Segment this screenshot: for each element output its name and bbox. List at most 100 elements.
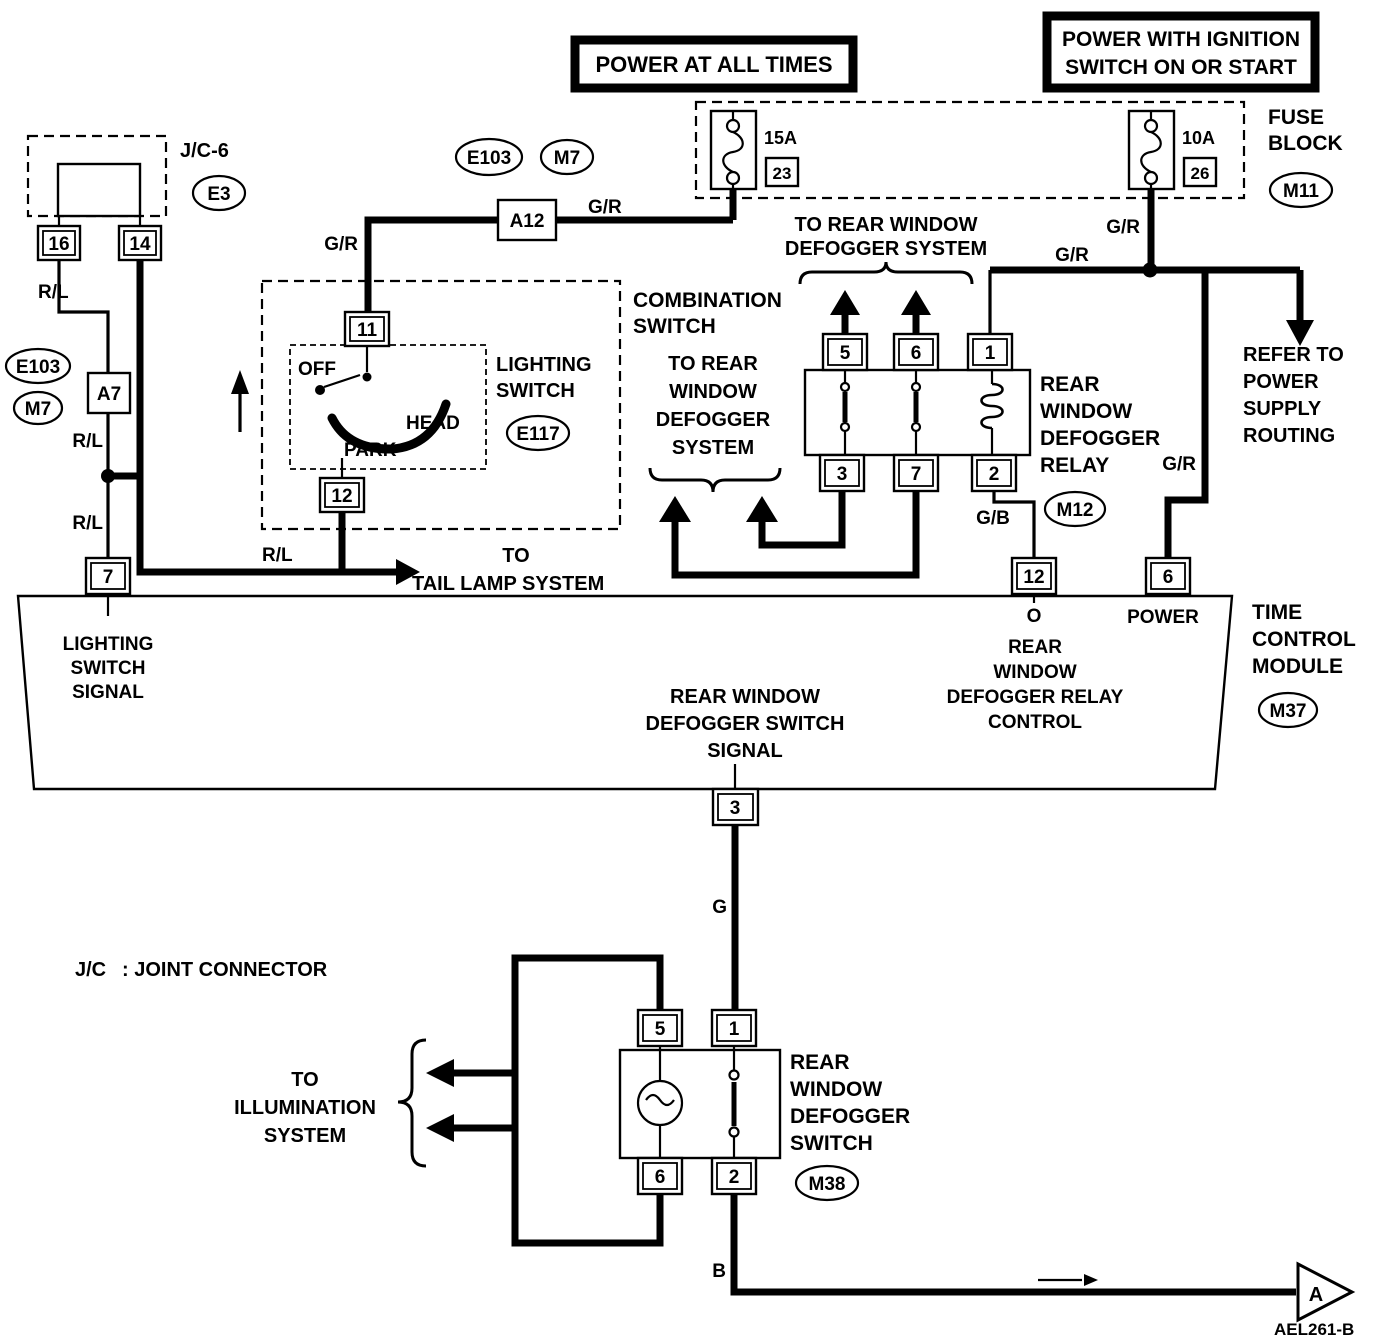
- wire-illumination-loop: [426, 954, 664, 1247]
- pin-label: 7: [911, 464, 922, 485]
- wire-color-label: G/R: [324, 234, 358, 255]
- defogger-system-left-annotation: TO REAR WINDOW DEFOGGER SYSTEM: [656, 353, 771, 459]
- connector-a12: A12: [496, 198, 558, 242]
- fuse-rating: 10A: [1182, 128, 1215, 148]
- note-term: J/C: [75, 959, 106, 981]
- wire-segment: [758, 491, 846, 549]
- contact-dot: [839, 421, 851, 433]
- doc-code: AEL261-B: [1274, 1320, 1354, 1338]
- up-arrowhead: [901, 290, 931, 315]
- fuse-number-label: 26: [1191, 164, 1210, 183]
- up-arrowhead: [746, 496, 778, 522]
- id-oval-m7-left: M7: [12, 390, 64, 426]
- fuse-block-dashed-box: [694, 100, 1246, 200]
- fuse-number-23: 23: [764, 156, 800, 188]
- pin-box-inner: [90, 562, 126, 590]
- pin-box-inner: [898, 459, 934, 487]
- pin-box-inner: [827, 338, 863, 366]
- banner-label: POWER AT ALL TIMES: [595, 52, 832, 77]
- fuse-end: [725, 118, 741, 134]
- banner-power-with-ignition: POWER WITH IGNITION SWITCH ON OR START: [1042, 11, 1320, 93]
- jc6-pin-14: 14: [117, 224, 163, 262]
- up-arrowhead: [659, 496, 691, 522]
- contact-dot: [910, 421, 922, 433]
- contact-dot: [362, 372, 372, 382]
- connector-a-label: A: [1309, 1284, 1323, 1306]
- wire-b: [730, 1194, 1296, 1296]
- note-definition: : JOINT CONNECTOR: [122, 959, 328, 981]
- relay-pin-3: 3: [818, 453, 866, 493]
- component-label: LIGHTING: [496, 354, 592, 376]
- component-label: WINDOW: [790, 1078, 882, 1101]
- junction-dot: [1142, 262, 1158, 278]
- jc6-label: J/C-6: [180, 140, 229, 162]
- oval: [794, 1164, 860, 1202]
- tail-lamp-arrowhead: [396, 559, 420, 585]
- oval-label: M11: [1283, 181, 1319, 202]
- fuse-number-label: 23: [773, 164, 792, 183]
- id-oval-e117: E117: [505, 414, 571, 452]
- wire-segment: [57, 260, 110, 373]
- defogger-switch-pin-1: 1: [710, 1008, 758, 1048]
- pin-box-inner: [349, 316, 385, 342]
- oval: [12, 390, 64, 426]
- wire-color-label: R/L: [38, 282, 69, 303]
- oval: [505, 414, 571, 452]
- illumination-annotation: TO ILLUMINATION SYSTEM: [234, 1069, 376, 1147]
- oval-label: M7: [554, 148, 580, 169]
- fuse-block-label: FUSE: [1268, 106, 1324, 129]
- left-arrowhead: [426, 1114, 454, 1142]
- contact-dot: [728, 1069, 740, 1081]
- jc6-pin-16: 16: [36, 224, 82, 262]
- connector-label: A12: [510, 211, 545, 232]
- wire-defogger-system-left-arrows: [659, 491, 920, 579]
- wire-defogger-system-top-arrows: [830, 290, 931, 334]
- pin-box-inner: [976, 459, 1012, 487]
- wire-color-label: R/L: [72, 431, 103, 452]
- oval-label: M38: [809, 1174, 846, 1195]
- connector-a-triangle: [1296, 1261, 1356, 1323]
- wire-color-label: G/R: [1162, 454, 1196, 475]
- component-label: SWITCH: [496, 380, 575, 402]
- pin-box-inner: [1016, 562, 1052, 590]
- pin-box-inner: [324, 482, 360, 508]
- annotation-label: ROUTING: [1243, 425, 1335, 447]
- fuse-end: [1143, 118, 1159, 134]
- brace-left-defogger: [648, 467, 782, 493]
- id-oval-m38: M38: [794, 1164, 860, 1202]
- left-arrowhead: [426, 1059, 454, 1087]
- contact-dot: [728, 1126, 740, 1138]
- annotation-label: TO: [291, 1069, 318, 1091]
- component-label: MODULE: [1252, 655, 1343, 678]
- defogger-switch-pin-5: 5: [636, 1008, 684, 1048]
- contact-dot: [910, 381, 922, 393]
- wire-segment: [1164, 270, 1209, 558]
- oval-label: M7: [25, 399, 51, 420]
- connector-label: A7: [97, 384, 121, 405]
- lighting-switch-pin-11: 11: [343, 310, 391, 348]
- pin-box-inner: [1150, 562, 1186, 590]
- rotary-wiper-arc: [327, 399, 451, 454]
- pin-label: 3: [730, 798, 741, 819]
- oval-label: E117: [516, 424, 559, 445]
- component-label: REAR: [1040, 373, 1100, 396]
- brace-illumination: [397, 1038, 427, 1168]
- combination-switch-label: COMBINATION SWITCH: [633, 289, 782, 338]
- wire-segment: [364, 216, 733, 312]
- annotation-label: POWER: [1243, 371, 1319, 393]
- tcm-pin-7: 7: [84, 556, 132, 596]
- fuse-block-label: BLOCK: [1268, 132, 1343, 155]
- oval: [4, 347, 72, 385]
- tcm-labels: LIGHTING SWITCH SIGNAL REAR WINDOW DEFOG…: [63, 601, 1356, 762]
- pin-label: 16: [48, 234, 69, 255]
- contact-dot: [839, 381, 851, 393]
- component-label: DEFOGGER: [790, 1105, 910, 1128]
- pin-label: 1: [985, 343, 996, 364]
- pin-label: 3: [837, 464, 848, 485]
- annotation-label: REFER TO: [1243, 344, 1344, 366]
- wire-color-label: R/L: [72, 513, 103, 534]
- pin-box-inner: [824, 459, 860, 487]
- annotation-label: TO REAR: [668, 353, 758, 375]
